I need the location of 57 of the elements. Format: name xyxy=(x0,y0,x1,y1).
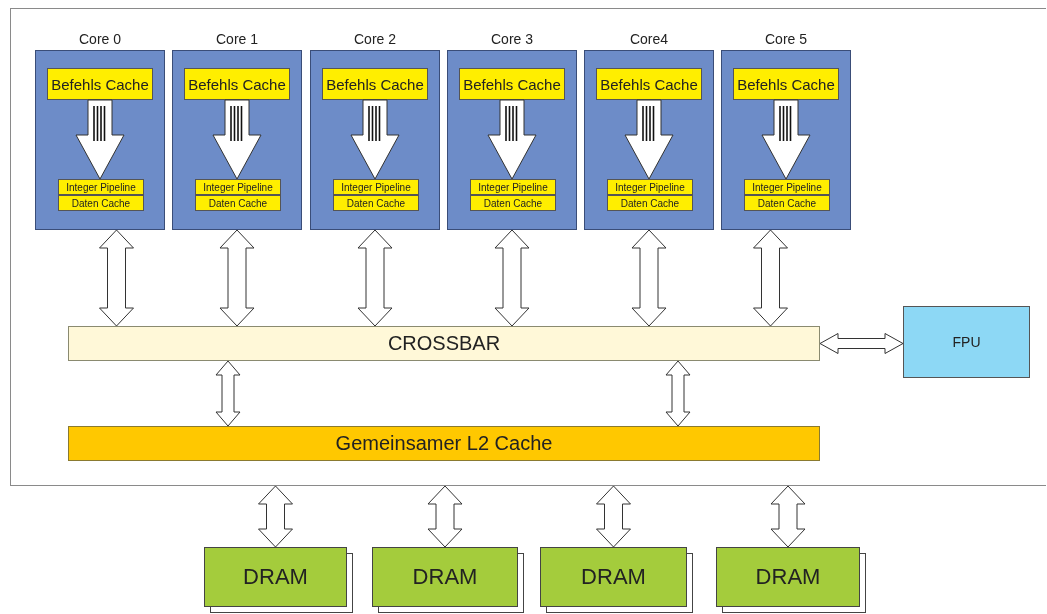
core-title: Core 1 xyxy=(215,30,259,48)
block-label: Integer Pipeline xyxy=(203,181,273,193)
block-label: Befehls Cache xyxy=(188,75,286,93)
pipeline-block xyxy=(470,179,556,195)
core-title: Core 2 xyxy=(353,30,397,48)
block-label: Integer Pipeline xyxy=(341,181,411,193)
cache-block xyxy=(47,68,153,100)
block-label: CROSSBAR xyxy=(387,332,501,355)
chip-frame xyxy=(10,8,1046,486)
block-label: DRAM xyxy=(755,564,821,590)
crossbar-bar xyxy=(68,326,820,361)
block-label: Befehls Cache xyxy=(326,75,424,93)
core-title: Core 0 xyxy=(78,30,122,48)
block-label: Daten Cache xyxy=(346,197,406,209)
block-label: Befehls Cache xyxy=(600,75,698,93)
pipeline-block xyxy=(744,179,830,195)
core-title: Core 3 xyxy=(490,30,534,48)
pipeline-block xyxy=(195,179,281,195)
core-title: Core4 xyxy=(628,30,670,48)
dram-box xyxy=(204,547,347,607)
pipeline-block xyxy=(333,179,419,195)
block-label: DRAM xyxy=(412,564,478,590)
core-title: Core 5 xyxy=(764,30,808,48)
dram-box xyxy=(372,547,518,607)
cache-block xyxy=(58,195,144,211)
block-label: Daten Cache xyxy=(208,197,268,209)
block-label: Integer Pipeline xyxy=(752,181,822,193)
cache-block xyxy=(733,68,839,100)
block-label: Integer Pipeline xyxy=(615,181,685,193)
block-label: Daten Cache xyxy=(757,197,817,209)
block-label: DRAM xyxy=(581,564,646,590)
cache-block xyxy=(195,195,281,211)
cache-block xyxy=(184,68,290,100)
cache-block xyxy=(596,68,702,100)
block-label: DRAM xyxy=(243,564,308,590)
block-label: FPU xyxy=(952,334,981,350)
pipeline-block xyxy=(607,179,693,195)
block-label: Befehls Cache xyxy=(737,75,835,93)
cache-block xyxy=(322,68,428,100)
block-label: Daten Cache xyxy=(71,197,131,209)
cache-block xyxy=(333,195,419,211)
dram-box xyxy=(540,547,687,607)
dram-box xyxy=(716,547,860,607)
cache-bar xyxy=(68,426,820,461)
block-label: Befehls Cache xyxy=(463,75,561,93)
block-label: Gemeinsamer L2 Cache xyxy=(335,432,553,455)
pipeline-block xyxy=(58,179,144,195)
cache-block xyxy=(470,195,556,211)
fpu-box xyxy=(903,306,1030,378)
cache-block xyxy=(744,195,830,211)
cache-block xyxy=(607,195,693,211)
block-label: Daten Cache xyxy=(483,197,543,209)
block-label: Integer Pipeline xyxy=(478,181,548,193)
block-label: Daten Cache xyxy=(620,197,680,209)
block-label: Integer Pipeline xyxy=(66,181,136,193)
block-label: Befehls Cache xyxy=(51,75,149,93)
cache-block xyxy=(459,68,565,100)
